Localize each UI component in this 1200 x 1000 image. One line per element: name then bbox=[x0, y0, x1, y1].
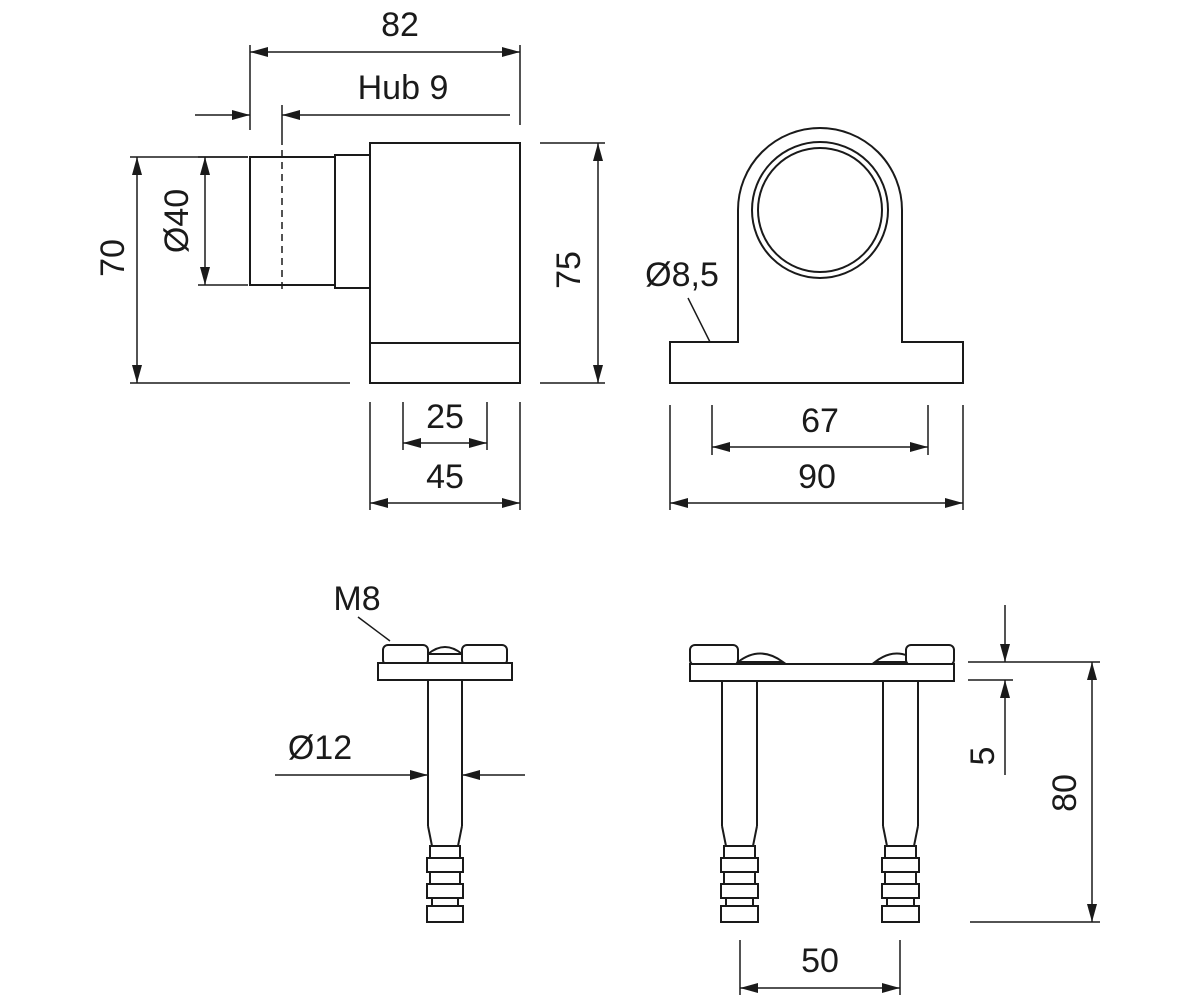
front-view: Ø8,5 67 90 bbox=[645, 127, 964, 510]
dim-d12: Ø12 bbox=[288, 729, 352, 767]
single-pin-view: M8 Ø12 bbox=[275, 580, 525, 923]
dim-hub-9: Hub 9 bbox=[358, 69, 449, 107]
tube-stub bbox=[249, 156, 336, 286]
dim-d40: Ø40 bbox=[158, 189, 196, 253]
dim-5: 5 bbox=[964, 747, 1002, 766]
dim-70: 70 bbox=[94, 239, 132, 277]
main-block bbox=[369, 142, 521, 384]
plate bbox=[689, 663, 955, 682]
collar bbox=[334, 154, 371, 289]
dim-75: 75 bbox=[550, 251, 588, 289]
nut-1 bbox=[689, 644, 739, 666]
dim-90: 90 bbox=[798, 458, 836, 496]
dim-50: 50 bbox=[801, 942, 839, 980]
ring-inner bbox=[757, 147, 883, 273]
dim-25: 25 bbox=[426, 398, 464, 436]
ring-outer bbox=[751, 141, 889, 279]
dim-82: 82 bbox=[381, 6, 419, 44]
double-pin-view: 5 80 50 bbox=[689, 605, 1100, 995]
side-view: 82 Hub 9 70 Ø40 75 bbox=[94, 6, 605, 510]
nut-2 bbox=[905, 644, 955, 666]
leader-d8-5 bbox=[687, 297, 711, 343]
dim-m8: M8 bbox=[333, 580, 380, 618]
plate bbox=[377, 662, 513, 681]
dim-67: 67 bbox=[801, 402, 839, 440]
dim-45: 45 bbox=[426, 458, 464, 496]
dim-d8-5: Ø8,5 bbox=[645, 256, 719, 294]
leader-m8 bbox=[357, 616, 391, 642]
dim-80: 80 bbox=[1046, 774, 1084, 812]
